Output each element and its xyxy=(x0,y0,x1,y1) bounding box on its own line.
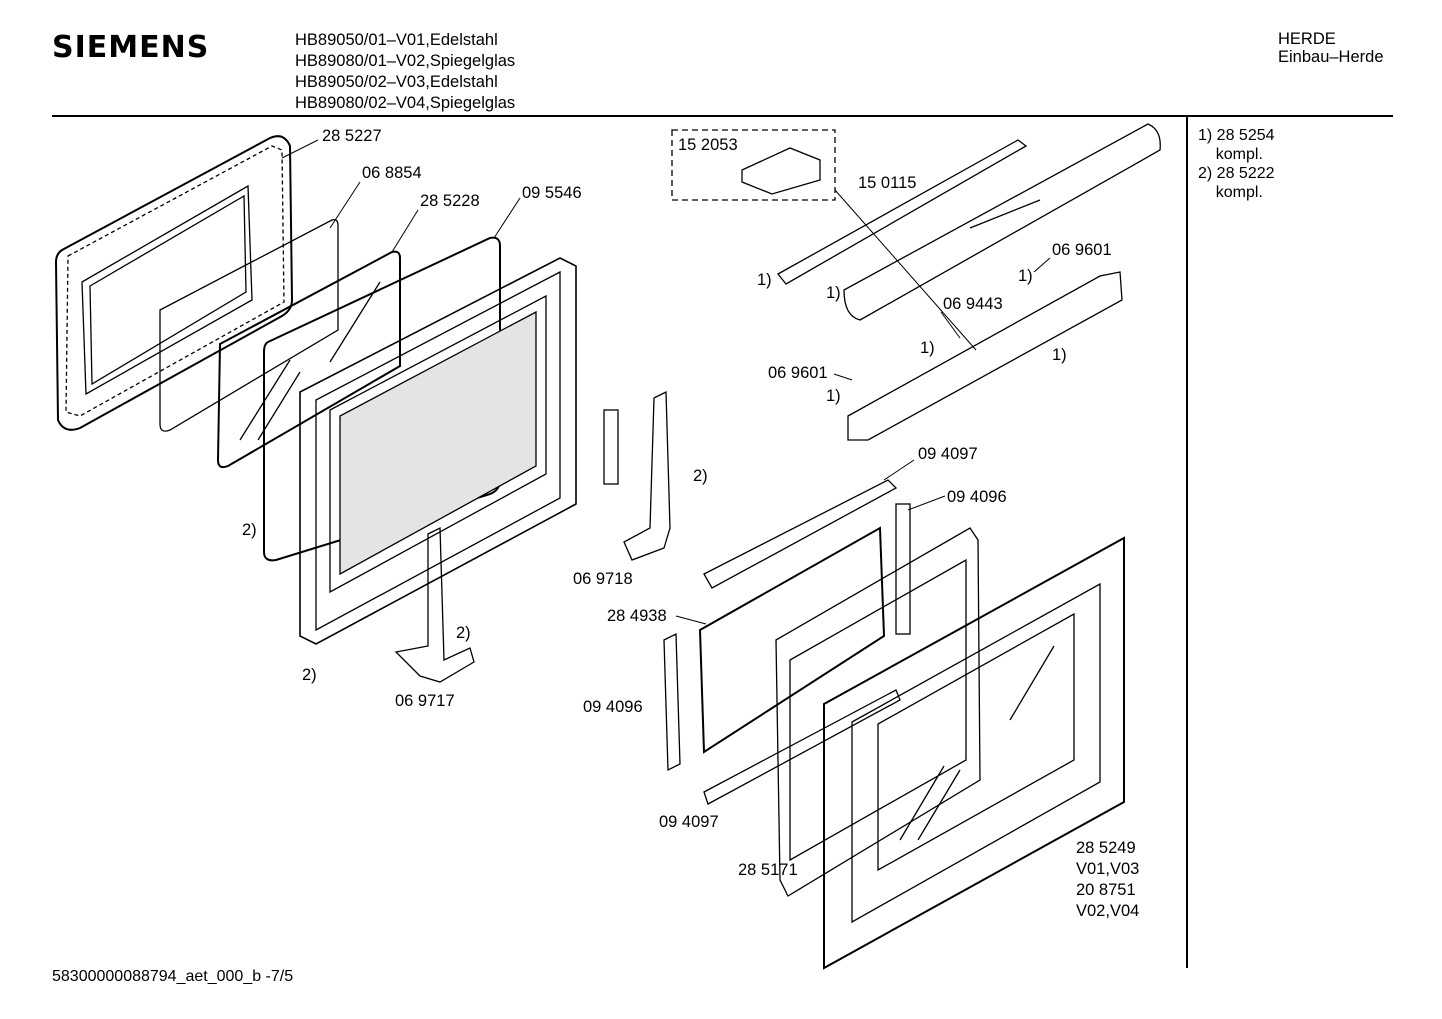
marker-1: 1) xyxy=(826,284,841,302)
inner-door-part xyxy=(299,257,577,645)
label-v02-v04: V02,V04 xyxy=(1076,902,1139,920)
label-06-9718: 06 9718 xyxy=(573,570,633,588)
strip-part xyxy=(603,409,619,485)
label-06-9717: 06 9717 xyxy=(395,692,455,710)
document-footer: 58300000088794_aet_000_b -7/5 xyxy=(52,968,294,985)
front-glass-part xyxy=(823,536,1125,970)
glass-pane-part xyxy=(216,250,401,469)
marker-1: 1) xyxy=(920,339,935,357)
inner-frame-part xyxy=(775,527,981,897)
marker-2: 2) xyxy=(693,467,708,485)
glass-pane-part xyxy=(698,526,886,754)
category: HERDE Einbau–Herde xyxy=(1278,30,1384,66)
note-line: kompl. xyxy=(1198,184,1263,201)
note-line: 2) 28 5222 xyxy=(1198,165,1275,182)
marker-1: 1) xyxy=(1052,346,1067,364)
label-15-0115: 15 0115 xyxy=(858,174,916,192)
clip-part xyxy=(895,503,911,635)
label-09-4096-a: 09 4096 xyxy=(947,488,1007,506)
label-09-4097-a: 09 4097 xyxy=(918,445,978,463)
label-15-2053: 15 2053 xyxy=(678,136,738,154)
notes-legend: 1) 28 5254 kompl. 2) 28 5222 kompl. xyxy=(1198,126,1275,202)
model-line: HB89050/01–V01,Edelstahl xyxy=(295,31,498,49)
frame-part xyxy=(703,479,898,589)
label-06-8854: 06 8854 xyxy=(362,164,422,182)
label-09-4096-b: 09 4096 xyxy=(583,698,643,716)
door-frame-part xyxy=(54,135,294,431)
brand-logo: SIEMENS xyxy=(52,30,210,65)
hinge-part xyxy=(623,390,671,561)
marker-1: 1) xyxy=(1018,267,1033,285)
gasket-part xyxy=(263,236,501,562)
label-06-9443: 06 9443 xyxy=(943,295,1003,313)
rail-part xyxy=(847,271,1123,441)
note-line: kompl. xyxy=(1198,146,1263,163)
model-line: HB89050/02–V03,Edelstahl xyxy=(295,73,498,91)
marker-1: 1) xyxy=(757,271,772,289)
label-28-5227: 28 5227 xyxy=(322,127,382,145)
model-line: HB89080/01–V02,Spiegelglas xyxy=(295,52,516,70)
label-v01-v03: V01,V03 xyxy=(1076,860,1139,878)
label-28-5171: 28 5171 xyxy=(738,861,798,879)
rod-part xyxy=(777,139,1028,285)
category-line: HERDE xyxy=(1278,30,1336,48)
marker-2: 2) xyxy=(242,521,257,539)
marker-2: 2) xyxy=(456,624,471,642)
model-list: HB89050/01–V01,Edelstahl HB89080/01–V02,… xyxy=(295,30,515,114)
label-09-5546: 09 5546 xyxy=(522,184,582,202)
side-rail-part xyxy=(663,632,681,772)
plug-part xyxy=(741,147,821,195)
model-line: HB89080/02–V04,Spiegelglas xyxy=(295,94,516,112)
hinge-part xyxy=(394,526,475,683)
marker-2: 2) xyxy=(302,666,317,684)
label-09-4097-b: 09 4097 xyxy=(659,813,719,831)
label-06-9601-b: 06 9601 xyxy=(768,364,828,382)
label-28-5249: 28 5249 xyxy=(1076,839,1136,857)
glass-pane-part xyxy=(159,218,339,432)
category-line: Einbau–Herde xyxy=(1278,48,1384,66)
bottom-trim-part xyxy=(703,689,901,805)
note-line: 1) 28 5254 xyxy=(1198,127,1275,144)
label-28-4938: 28 4938 xyxy=(607,607,667,625)
label-20-8751: 20 8751 xyxy=(1076,881,1136,899)
label-28-5228: 28 5228 xyxy=(420,192,480,210)
trim-part xyxy=(843,123,1161,321)
label-06-9601-a: 06 9601 xyxy=(1052,241,1112,259)
marker-1: 1) xyxy=(826,387,841,405)
